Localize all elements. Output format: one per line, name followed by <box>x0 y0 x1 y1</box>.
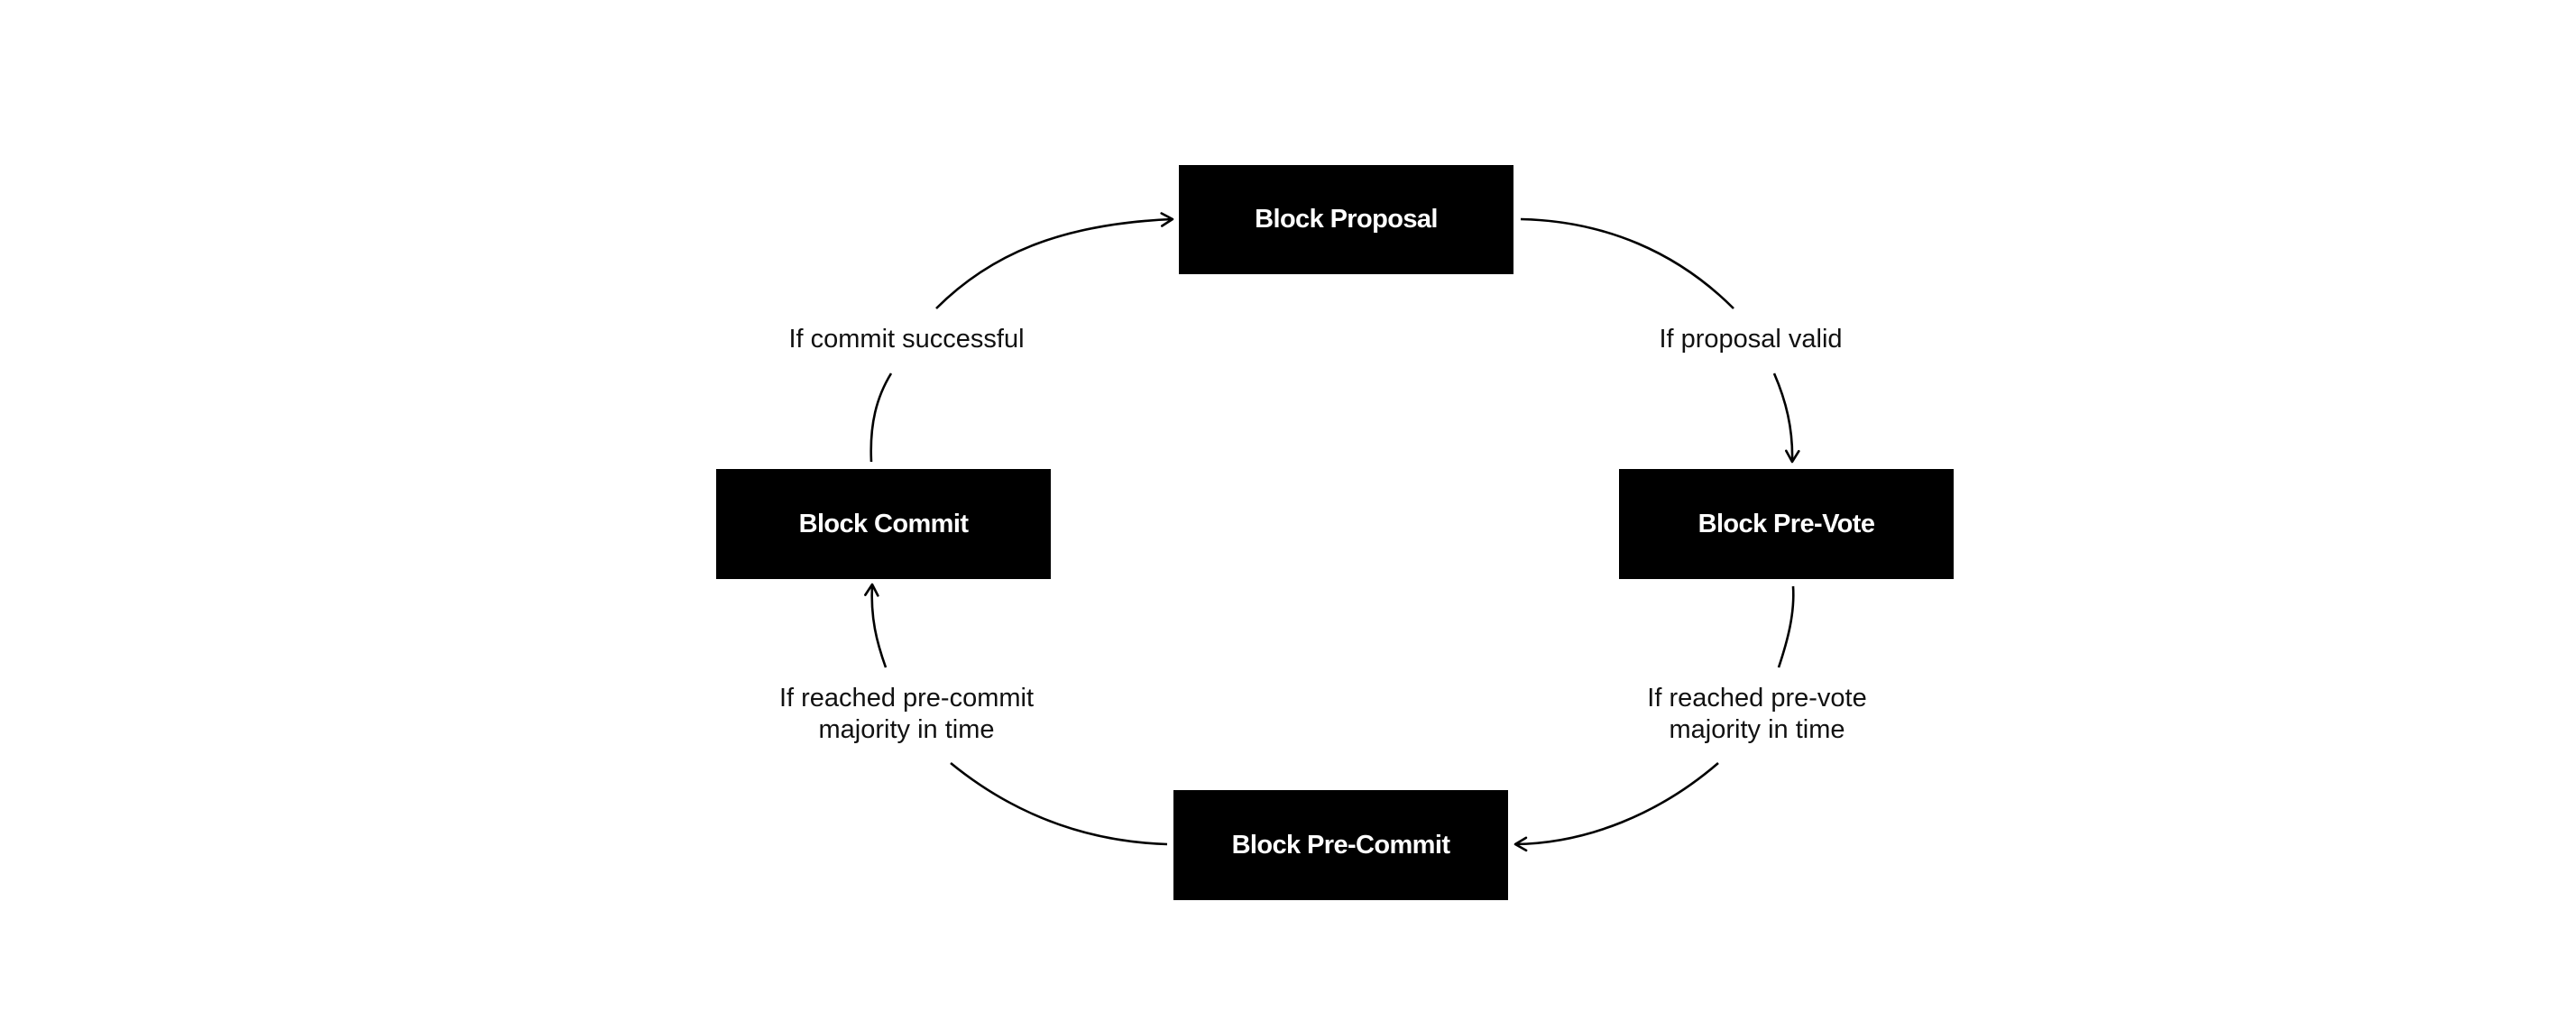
edge-precommit-to-commit-lower <box>950 761 1168 846</box>
node-block-precommit: Block Pre-Commit <box>1173 790 1508 900</box>
node-block-commit: Block Commit <box>716 469 1051 579</box>
edge-label-commit-to-proposal: If commit successful <box>788 325 1025 354</box>
node-block-precommit-label: Block Pre-Commit <box>1231 830 1450 860</box>
node-block-proposal-label: Block Proposal <box>1255 205 1438 234</box>
edge-label-precommit-to-commit: If reached pre-commit majority in time <box>778 684 1035 744</box>
edge-label-proposal-to-prevote: If proposal valid <box>1659 325 1843 354</box>
node-block-proposal: Block Proposal <box>1179 165 1513 274</box>
edge-precommit-to-commit-upper <box>864 583 888 668</box>
edge-proposal-to-prevote-upper <box>1520 217 1734 309</box>
node-block-commit-label: Block Commit <box>798 509 969 538</box>
edge-prevote-to-precommit-lower <box>1513 762 1719 852</box>
node-block-prevote-label: Block Pre-Vote <box>1697 509 1875 538</box>
edge-prevote-to-precommit-upper <box>1777 585 1795 668</box>
edge-proposal-to-prevote-lower <box>1772 373 1800 464</box>
edge-label-prevote-to-precommit: If reached pre-vote majority in time <box>1647 684 1867 744</box>
node-block-prevote: Block Pre-Vote <box>1619 469 1954 579</box>
edge-commit-to-proposal-upper <box>935 212 1174 309</box>
edge-commit-to-proposal-lower <box>869 373 893 463</box>
